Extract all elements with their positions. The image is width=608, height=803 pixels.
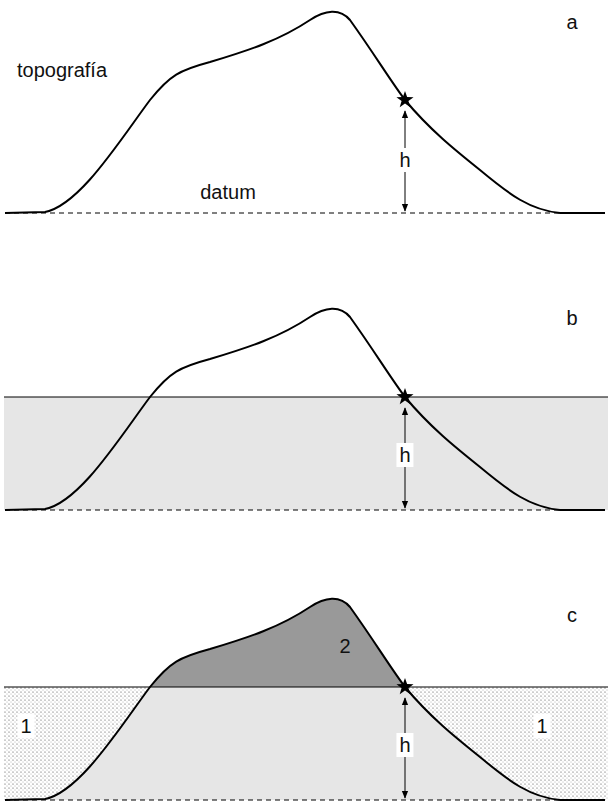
datum-line bbox=[5, 800, 605, 801]
point-star bbox=[396, 678, 413, 694]
panel-a bbox=[5, 12, 605, 213]
region-label: topografía bbox=[17, 60, 107, 80]
slab-band bbox=[4, 397, 608, 510]
topography-curve bbox=[5, 12, 605, 213]
region-number: 2 bbox=[339, 636, 350, 656]
panel-letter: b bbox=[566, 308, 577, 328]
region-number: 1 bbox=[17, 714, 34, 738]
datum-label: datum bbox=[200, 182, 256, 202]
slab-top bbox=[4, 687, 608, 688]
topography-curve bbox=[5, 309, 605, 510]
panel-letter: a bbox=[566, 12, 577, 32]
datum-line bbox=[5, 510, 605, 511]
panel-letter: c bbox=[567, 605, 577, 625]
height-label: h bbox=[396, 443, 413, 467]
height-label: h bbox=[396, 148, 413, 172]
panel-b bbox=[4, 309, 608, 510]
panel-c bbox=[4, 599, 608, 800]
slab-top bbox=[4, 397, 608, 398]
height-label: h bbox=[396, 733, 413, 757]
topography-curve bbox=[5, 599, 605, 800]
mountain-below bbox=[5, 687, 605, 800]
datum-line bbox=[5, 213, 605, 214]
point-star bbox=[396, 388, 413, 404]
mountain-above bbox=[5, 599, 605, 687]
region-number: 1 bbox=[533, 714, 550, 738]
point-star bbox=[396, 91, 413, 107]
